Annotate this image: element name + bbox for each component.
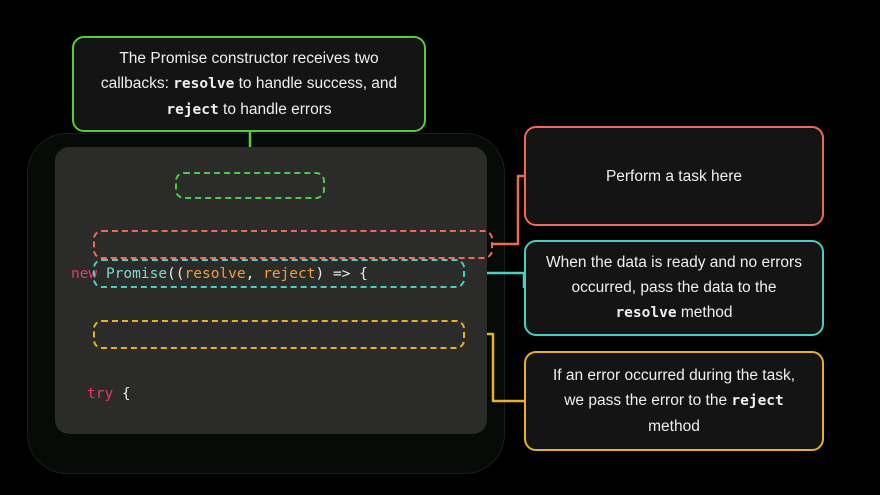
- token-param-resolve: resolve: [184, 266, 246, 282]
- token-type-promise: Promise: [105, 266, 168, 282]
- callout-text-segment: The Promise constructor receives two cal…: [100, 49, 379, 92]
- callout-resolve-text: When the data is ready and no errors occ…: [542, 250, 806, 326]
- callout-text-segment: to handle success, and: [234, 74, 398, 92]
- token-comma: ,: [245, 266, 264, 282]
- token-keyword-try: try: [87, 386, 114, 402]
- token-paren: (: [175, 266, 185, 282]
- token-paren: ): [315, 266, 325, 282]
- callout-text-segment: to handle errors: [218, 100, 332, 118]
- token-brace: {: [113, 386, 131, 402]
- token-space: [97, 266, 106, 282]
- callout-reject-text: If an error occurred during the task, we…: [542, 363, 806, 439]
- code-line-try: try {: [71, 379, 469, 409]
- token-arrow: => {: [324, 266, 368, 282]
- callout-resolve: When the data is ready and no errors occ…: [524, 240, 824, 336]
- token-keyword-new: new: [71, 266, 98, 282]
- callout-text-segment: When the data is ready and no errors occ…: [546, 254, 802, 296]
- callout-perform-task: Perform a task here: [524, 126, 824, 226]
- callout-task-text: Perform a task here: [605, 167, 743, 185]
- callout-text-segment: If an error occurred during the task, we…: [552, 367, 796, 409]
- callout-reject: If an error occurred during the task, we…: [524, 351, 824, 451]
- callout-code-resolve: resolve: [173, 75, 235, 92]
- code-line-new-promise: new Promise((resolve, reject) => {: [71, 259, 469, 289]
- callout-code-reject: reject: [166, 101, 219, 118]
- callout-text-segment: method: [676, 304, 733, 321]
- callout-constructor-text: The Promise constructor receives two cal…: [90, 46, 408, 123]
- callout-constructor: The Promise constructor receives two cal…: [72, 36, 426, 132]
- token-paren: (: [167, 266, 176, 282]
- callout-code-reject: reject: [731, 393, 784, 409]
- callout-text-segment: method: [648, 418, 700, 435]
- callout-code-resolve: resolve: [615, 305, 677, 321]
- code-block: new Promise((resolve, reject) => { try {…: [71, 169, 469, 434]
- code-panel: new Promise((resolve, reject) => { try {…: [55, 147, 487, 434]
- token-param-reject: reject: [263, 266, 316, 282]
